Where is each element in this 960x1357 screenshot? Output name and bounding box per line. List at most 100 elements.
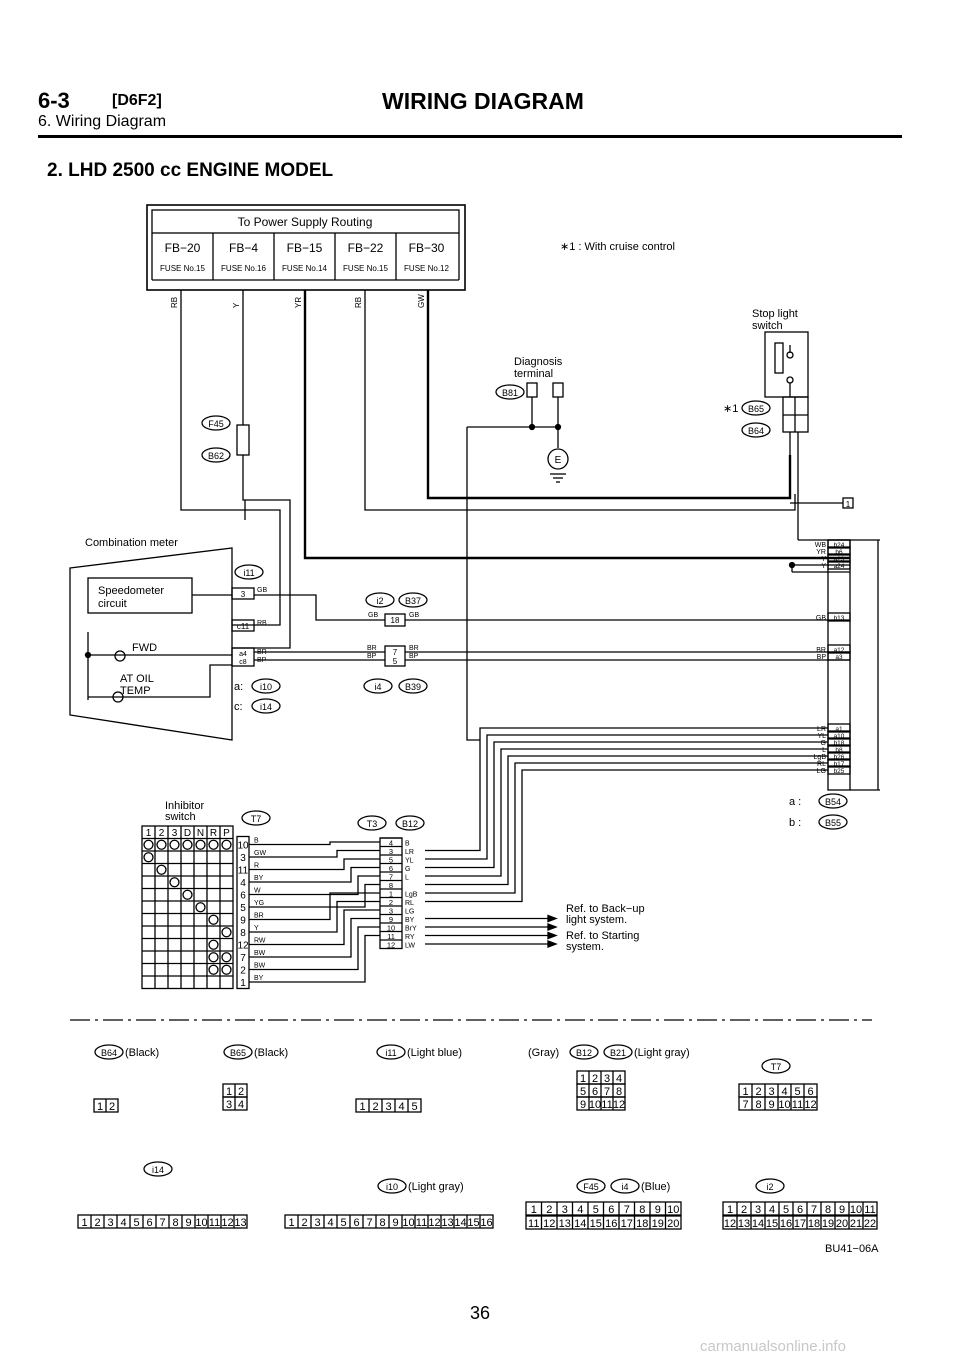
switch-contact (221, 839, 232, 850)
junction-dot (528, 423, 536, 431)
B21-tag (603, 1044, 633, 1060)
wire-color-label: YR (294, 297, 303, 308)
inhibitor-wire: BW (254, 950, 266, 957)
svg-text:i4: i4 (621, 1182, 628, 1192)
watermark: carmanualsonline.info (700, 1338, 846, 1355)
legend-pin: 1 (97, 1101, 103, 1113)
switch-contact (156, 864, 167, 875)
legend-pin: 2 (592, 1073, 598, 1085)
inhibitor-wire: BR (254, 913, 264, 920)
legend-pin: 15 (766, 1218, 778, 1230)
switch-contact (195, 839, 206, 850)
legend-pin: 5 (340, 1217, 346, 1229)
inhibitor-pin: 4 (240, 878, 246, 889)
legend-pin: 1 (226, 1086, 232, 1098)
inhibitor-pin: 11 (238, 866, 249, 877)
tcm-pin-label: a23 (834, 556, 845, 563)
switch-contact (169, 877, 180, 888)
svg-text:Inhibitor: Inhibitor (165, 800, 204, 812)
switch-contact (221, 964, 232, 975)
svg-text:B54: B54 (825, 797, 841, 807)
inhibitor-wire: YG (254, 900, 264, 907)
t3-tcm-wires (425, 727, 828, 948)
legend-pin: 1 (727, 1204, 733, 1216)
legend-pin: 1 (580, 1073, 586, 1085)
legend-pin: 4 (616, 1073, 622, 1085)
legend-pin: 12 (613, 1099, 625, 1111)
legend-pin: 16 (480, 1217, 492, 1229)
inhibitor-pin: 9 (240, 916, 246, 927)
legend-pin: 3 (604, 1073, 610, 1085)
legend-label: (Black) (254, 1047, 288, 1059)
svg-text:TEMP: TEMP (120, 685, 151, 697)
B12-tag (569, 1044, 599, 1060)
tcm-wire-label: RL (817, 761, 826, 768)
t3-pin-label: 6 (389, 864, 393, 873)
page-title: WIRING DIAGRAM (382, 88, 584, 114)
T3-tag (357, 815, 387, 831)
legend-label: (Blue) (641, 1181, 670, 1193)
supply-wires (180, 290, 850, 649)
legend-pin: 13 (738, 1218, 750, 1230)
legend-pin: 1 (531, 1204, 537, 1216)
tcm-pin-cell (827, 612, 851, 622)
svg-text:i11: i11 (243, 568, 254, 578)
tcm-wire-label: LR (817, 726, 826, 733)
tcm-pin-label: b18 (834, 740, 845, 747)
diagnosis-terminal: Diagnosis terminal B81 E (466, 356, 569, 741)
svg-text:B64: B64 (101, 1048, 117, 1058)
legend-pin: 12 (428, 1217, 440, 1229)
switch-contact (182, 839, 193, 850)
legend-pin: 17 (621, 1218, 633, 1230)
inhibitor-wire: BY (254, 875, 264, 882)
B62-tag (201, 447, 231, 463)
t3-pin-label: 11 (387, 932, 395, 941)
wire-color-label: GW (417, 294, 426, 308)
tcm-wire-label: GB (816, 615, 826, 622)
inhibitor-pin: 3 (240, 853, 246, 864)
tcm-wire-label: LG (817, 768, 826, 775)
legend-pin: 4 (238, 1099, 244, 1111)
t3-wire-label: YL (405, 858, 414, 865)
svg-text:Speedometer: Speedometer (98, 585, 164, 597)
legend-pin: 13 (441, 1217, 453, 1229)
stop-light-label-2: switch (752, 320, 783, 332)
svg-text:B55: B55 (825, 818, 841, 828)
switch-contact (208, 939, 219, 950)
svg-text:B12: B12 (402, 819, 418, 829)
legend-pin: 4 (327, 1217, 333, 1229)
legend-pin: 8 (379, 1217, 385, 1229)
legend-label: (Light gray) (408, 1181, 464, 1193)
svg-text:i14: i14 (152, 1165, 164, 1175)
legend-pin: 3 (562, 1204, 568, 1216)
t3-pin-label: 3 (389, 907, 393, 916)
legend-pin: 10 (667, 1204, 679, 1216)
legend-pin: 16 (780, 1218, 792, 1230)
svg-text:5: 5 (393, 657, 398, 666)
legend-pin: 12 (221, 1217, 233, 1229)
legend-pin: 7 (811, 1204, 817, 1216)
svg-text:a4: a4 (239, 651, 247, 658)
t3-wire-label: BY (405, 917, 415, 924)
inhibitor-header: R (210, 828, 217, 839)
svg-text:RB: RB (257, 620, 267, 627)
svg-text:B65: B65 (230, 1048, 246, 1058)
svg-text:i4: i4 (374, 682, 381, 692)
t3-wire-label: G (405, 866, 410, 873)
t3-pin-label: 7 (389, 873, 393, 882)
t3-wire-label: RY (405, 934, 415, 941)
tcm-pin-cell (827, 539, 851, 549)
svg-text:i10: i10 (386, 1182, 398, 1192)
B65-tag (741, 400, 771, 416)
header-rule (38, 135, 902, 138)
legend-pin: 3 (226, 1099, 232, 1111)
legend-pin: 19 (652, 1218, 664, 1230)
inhibitor-header: 2 (159, 828, 165, 839)
t3-pin-label: 12 (387, 941, 395, 950)
tcm-pin-cell (827, 560, 851, 570)
i14-pin-block (77, 1214, 248, 1229)
switch-contact (208, 964, 219, 975)
legend-pin: 1 (359, 1101, 365, 1113)
inhibitor-wire: Y (254, 925, 259, 932)
legend-pin: 2 (755, 1086, 761, 1098)
